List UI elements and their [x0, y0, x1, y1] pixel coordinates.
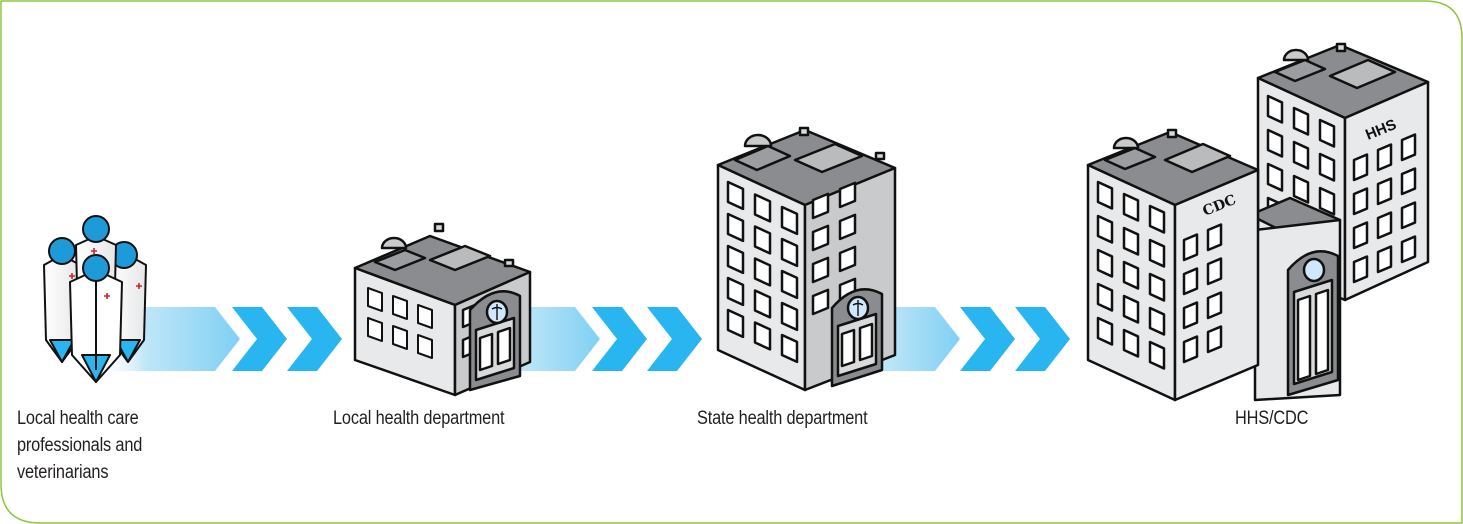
chevron-icon: [592, 307, 647, 371]
window-icon: [838, 245, 857, 273]
window-icon: [753, 289, 772, 319]
window-icon: [811, 192, 830, 220]
chevron-icon: [287, 307, 342, 371]
hhs-cdc-buildings-icon: [1086, 42, 1430, 402]
window-icon: [1292, 174, 1310, 204]
window-icon: [1206, 223, 1223, 252]
window-icon: [811, 224, 830, 252]
window-icon: [1206, 257, 1223, 286]
window-icon: [1206, 325, 1223, 354]
local-health-department-building-icon: [353, 222, 532, 397]
window-icon: [726, 212, 745, 243]
window-icon: [1292, 140, 1310, 170]
window-icon: [1318, 152, 1336, 182]
window-icon: [1376, 211, 1393, 240]
chevron-icon: [960, 307, 1015, 371]
window-icon: [1400, 201, 1417, 230]
window-icon: [1376, 245, 1393, 274]
window-icon: [1352, 221, 1369, 250]
window-icon: [753, 225, 772, 255]
window-icon: [1148, 204, 1166, 234]
window-icon: [1376, 177, 1393, 206]
chevron-icon: [647, 307, 702, 371]
window-icon: [1122, 294, 1140, 324]
window-icon: [1182, 233, 1199, 262]
window-icon: [1182, 301, 1199, 330]
window-icon: [780, 301, 799, 332]
window-icon: [780, 205, 799, 236]
stage-label-state-dept: State health department: [697, 408, 868, 429]
window-icon: [1148, 272, 1166, 302]
window-icon: [1096, 248, 1114, 278]
window-icon: [726, 180, 745, 211]
window-icon: [1182, 267, 1199, 296]
window-icon: [1266, 128, 1284, 158]
stage-label-hhs-cdc: HHS/CDC: [1235, 408, 1309, 429]
window-icon: [1292, 106, 1310, 136]
window-icon: [1352, 153, 1369, 182]
window-icon: [1122, 192, 1140, 222]
window-icon: [1096, 214, 1114, 244]
window-icon: [1352, 255, 1369, 284]
stage-label-local-dept: Local health department: [333, 408, 505, 429]
window-icon: [1122, 328, 1140, 358]
window-icon: [1376, 143, 1393, 172]
window-icon: [1096, 180, 1114, 210]
window-icon: [1400, 133, 1417, 162]
window-icon: [1318, 186, 1336, 216]
window-icon: [838, 181, 857, 209]
window-icon: [1148, 238, 1166, 268]
window-icon: [1266, 162, 1284, 192]
window-icon: [1148, 306, 1166, 336]
health-professionals-icon: [43, 215, 147, 383]
window-icon: [1148, 340, 1166, 370]
window-icon: [1096, 282, 1114, 312]
window-icon: [780, 237, 799, 268]
window-icon: [1096, 316, 1114, 346]
state-health-department-building-icon: [716, 126, 897, 392]
window-icon: [753, 193, 772, 223]
window-icon: [1318, 118, 1336, 148]
window-icon: [726, 276, 745, 307]
window-icon: [1400, 235, 1417, 264]
window-icon: [753, 257, 772, 287]
chevron-icon: [232, 307, 287, 371]
window-icon: [1206, 291, 1223, 320]
window-icon: [811, 288, 830, 316]
window-icon: [1400, 167, 1417, 196]
window-icon: [780, 333, 799, 364]
window-icon: [1266, 94, 1284, 124]
window-icon: [1122, 260, 1140, 290]
window-icon: [1182, 335, 1199, 364]
window-icon: [838, 213, 857, 241]
window-icon: [1352, 187, 1369, 216]
window-icon: [811, 256, 830, 284]
stage-label-local-professionals: Local health care professionals and vete…: [17, 408, 143, 483]
window-icon: [726, 244, 745, 275]
window-icon: [780, 269, 799, 300]
window-icon: [753, 321, 772, 351]
window-icon: [726, 308, 745, 339]
window-icon: [1122, 226, 1140, 256]
chevron-icon: [1015, 307, 1070, 371]
